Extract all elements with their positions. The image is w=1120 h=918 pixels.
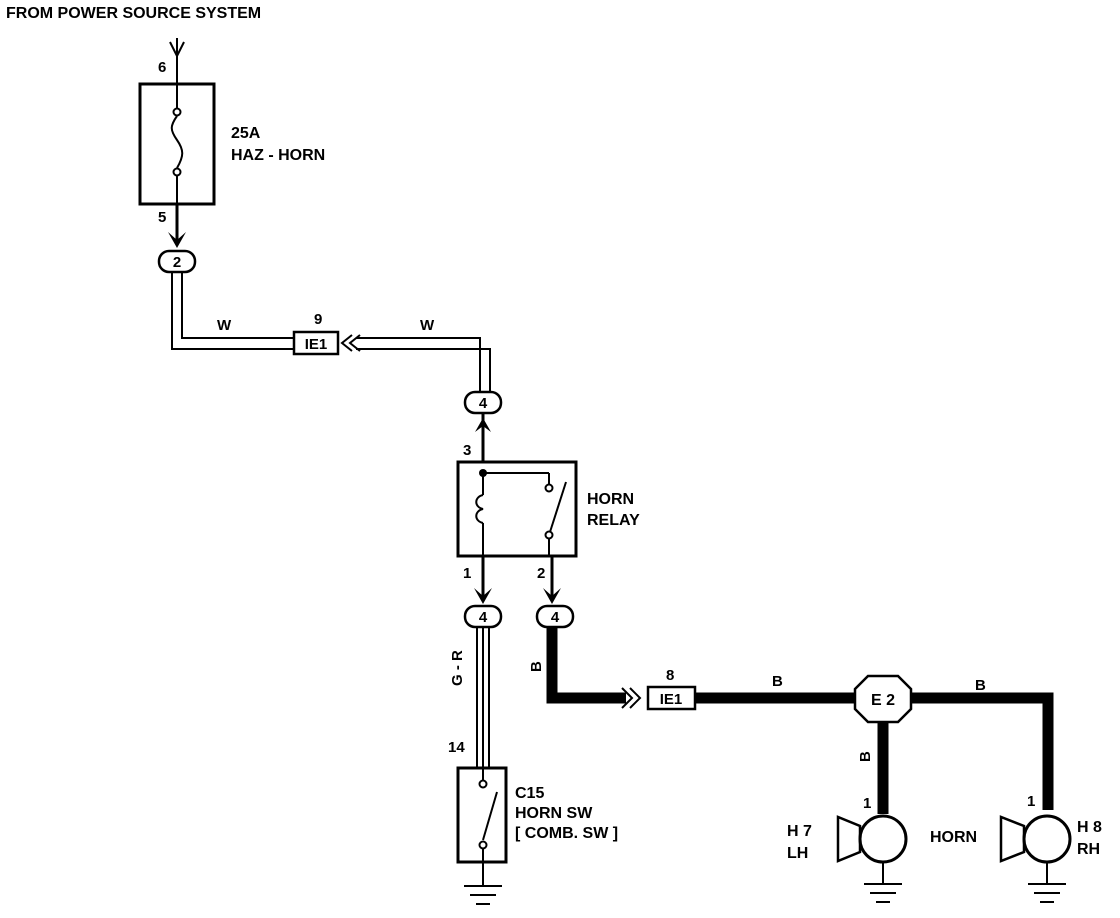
horn-rh <box>999 814 1072 903</box>
relay-pin-3: 3 <box>463 442 471 459</box>
svg-text:4: 4 <box>479 609 488 626</box>
horn-lh-side: LH <box>787 845 808 862</box>
connector-4-relay-top: 4 <box>463 390 503 415</box>
wire-w-left-label: W <box>217 317 232 334</box>
horn-switch <box>456 766 508 886</box>
horn-rh-code: H 8 <box>1077 819 1102 836</box>
junction-e2: E 2 <box>853 674 913 724</box>
connector-4-relay-pin2: 4 <box>535 604 575 629</box>
horn-lh <box>836 814 908 903</box>
fuse-pin-in: 6 <box>158 59 166 76</box>
relay-pin-1: 1 <box>463 565 471 582</box>
fuse-pin-out: 5 <box>158 209 166 226</box>
wire-g-r <box>476 627 490 768</box>
arrow-head-up <box>475 418 491 432</box>
svg-text:4: 4 <box>479 395 488 412</box>
ie1-lower-pin: 8 <box>666 667 674 684</box>
ie1-upper-pin: 9 <box>314 311 322 328</box>
wire-w <box>171 272 491 392</box>
ie1-upper-connector: IE1 <box>292 330 361 356</box>
svg-text:E 2: E 2 <box>871 692 895 709</box>
relay-label-line1: HORN <box>587 491 634 508</box>
switch-sub: [ COMB. SW ] <box>515 825 618 842</box>
wire-b-horizontal-label: B <box>772 673 783 690</box>
arrow-head-down <box>543 588 561 604</box>
svg-text:2: 2 <box>173 254 181 271</box>
relay-label-line2: RELAY <box>587 512 640 529</box>
fuse-rating: 25A <box>231 125 261 142</box>
fuse-box <box>138 82 216 206</box>
arrow-head-down <box>168 232 186 248</box>
diagram-title: FROM POWER SOURCE SYSTEM <box>6 5 261 22</box>
relay-pin-2: 2 <box>537 565 545 582</box>
wire-b <box>546 627 1054 814</box>
switch-pin-14: 14 <box>448 739 465 756</box>
ie1-lower-connector: IE1 <box>621 685 697 711</box>
wire-b-lh-label: B <box>857 751 874 762</box>
arrow-head-down <box>474 588 492 604</box>
switch-code: C15 <box>515 785 544 802</box>
svg-text:IE1: IE1 <box>305 336 328 353</box>
horn-relay <box>456 460 578 558</box>
horn-rh-side: RH <box>1077 841 1100 858</box>
horn-lh-code: H 7 <box>787 823 812 840</box>
power-source-arrow <box>169 38 185 84</box>
wire-w-right-label: W <box>420 317 435 334</box>
switch-name: HORN SW <box>515 805 593 822</box>
horn-rh-pin: 1 <box>1027 793 1035 810</box>
connector-4-relay-pin1: 4 <box>463 604 503 629</box>
ground-switch <box>464 885 502 905</box>
svg-text:4: 4 <box>551 609 560 626</box>
horn-label: HORN <box>930 829 977 846</box>
svg-text:IE1: IE1 <box>660 691 683 708</box>
wire-g-r-label: G - R <box>449 650 466 686</box>
fuse-name: HAZ - HORN <box>231 147 325 164</box>
horn-lh-pin: 1 <box>863 795 871 812</box>
wire-b-vertical-label: B <box>528 661 545 672</box>
connector-2: 2 <box>157 249 197 274</box>
wire-b-right-label: B <box>975 677 986 694</box>
